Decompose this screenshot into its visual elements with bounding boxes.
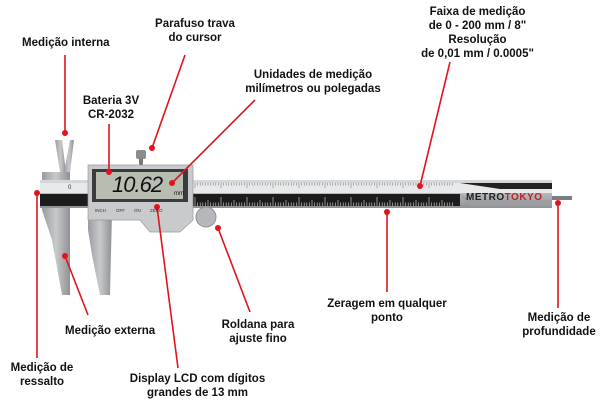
brand-logo: METROTOKYO bbox=[466, 192, 543, 203]
inch-button[interactable]: INCH bbox=[95, 208, 106, 213]
thumb-wheel bbox=[195, 206, 217, 228]
off-button[interactable]: OFF bbox=[116, 208, 125, 213]
sliding-jaw bbox=[88, 212, 112, 295]
scale-zero: 0 bbox=[68, 185, 72, 191]
lcd-unit: mm bbox=[174, 191, 184, 197]
on-button[interactable]: ON bbox=[134, 208, 141, 213]
depth-rod bbox=[552, 196, 572, 200]
lcd-reading: 10.62 bbox=[112, 172, 163, 197]
label-outer-measure: Medição externa bbox=[65, 325, 156, 337]
scale-ticks bbox=[194, 183, 453, 206]
zero-button[interactable]: ZERO bbox=[150, 208, 163, 213]
label-inner-measure: Medição interna bbox=[22, 37, 110, 49]
marker-dots bbox=[34, 130, 561, 259]
lock-screw bbox=[136, 150, 146, 159]
lcd-screen bbox=[96, 172, 183, 199]
inner-jaws bbox=[55, 140, 74, 172]
leader-lines bbox=[36, 54, 559, 369]
